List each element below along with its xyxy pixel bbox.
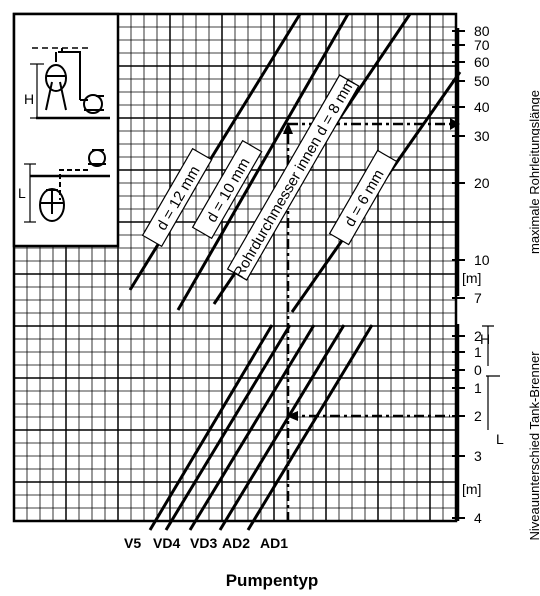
h-bracket (482, 325, 494, 366)
pump-type-labels: V5 VD4 VD3 AD2 AD1 (124, 535, 288, 551)
bottom-axis-tick-label: 4 (474, 510, 482, 526)
installation-sketch: H L (12, 12, 120, 248)
top-axis-tick-label: 80 (474, 23, 490, 39)
top-axis-title: maximale Rohrleitungslänge (527, 90, 540, 254)
x-axis-title: Pumpentyp (226, 571, 319, 590)
pump-type-label: AD2 (222, 535, 250, 551)
arrow-head (450, 118, 460, 130)
l-label: L (18, 185, 26, 201)
pump-line (188, 324, 316, 531)
top-axis-tick-label: 60 (474, 54, 490, 70)
bottom-axis-tick-label: 2 (474, 328, 482, 344)
pump-type-label: AD1 (260, 535, 288, 551)
pump-line (218, 324, 346, 531)
bottom-axis-tick-label: 0 (474, 362, 482, 378)
pump-type-label: VD3 (190, 535, 217, 551)
top-axis-tick-label: 7 (474, 290, 482, 306)
bottom-axis-tick-label: 1 (474, 380, 482, 396)
pump-line (164, 324, 292, 531)
bottom-axis-unit: [m] (462, 481, 481, 497)
top-axis-tick-label: 40 (474, 99, 490, 115)
pump-line (246, 324, 374, 531)
top-axis-tick-label: 70 (474, 37, 490, 53)
l-axis-letter: L (496, 431, 504, 447)
grid-frame (12, 12, 458, 523)
top-axis-unit: [m] (462, 270, 481, 286)
pump-type-label: V5 (124, 535, 141, 551)
top-axis-tick-label: 10 (474, 252, 490, 268)
bottom-axis-tick-label: 2 (474, 408, 482, 424)
bottom-axis-tick-label: 1 (474, 344, 482, 360)
l-bracket (486, 375, 500, 430)
bottom-axis-tick-label: 3 (474, 448, 482, 464)
top-axis-tick-label: 50 (474, 73, 490, 89)
pump-type-label: VD4 (153, 535, 180, 551)
arrow-head (283, 122, 293, 134)
top-axis-tick-label: 30 (474, 128, 490, 144)
h-label: H (24, 91, 34, 107)
pump-curves (128, 13, 462, 531)
arrow-head (286, 411, 298, 421)
pump-line (148, 324, 274, 531)
bottom-axis-title: Niveauunterschied Tank-Brenner (527, 351, 540, 541)
pipe-line (176, 13, 350, 311)
h-axis-letter: H (480, 331, 490, 347)
top-axis-tick-label: 20 (474, 175, 490, 191)
